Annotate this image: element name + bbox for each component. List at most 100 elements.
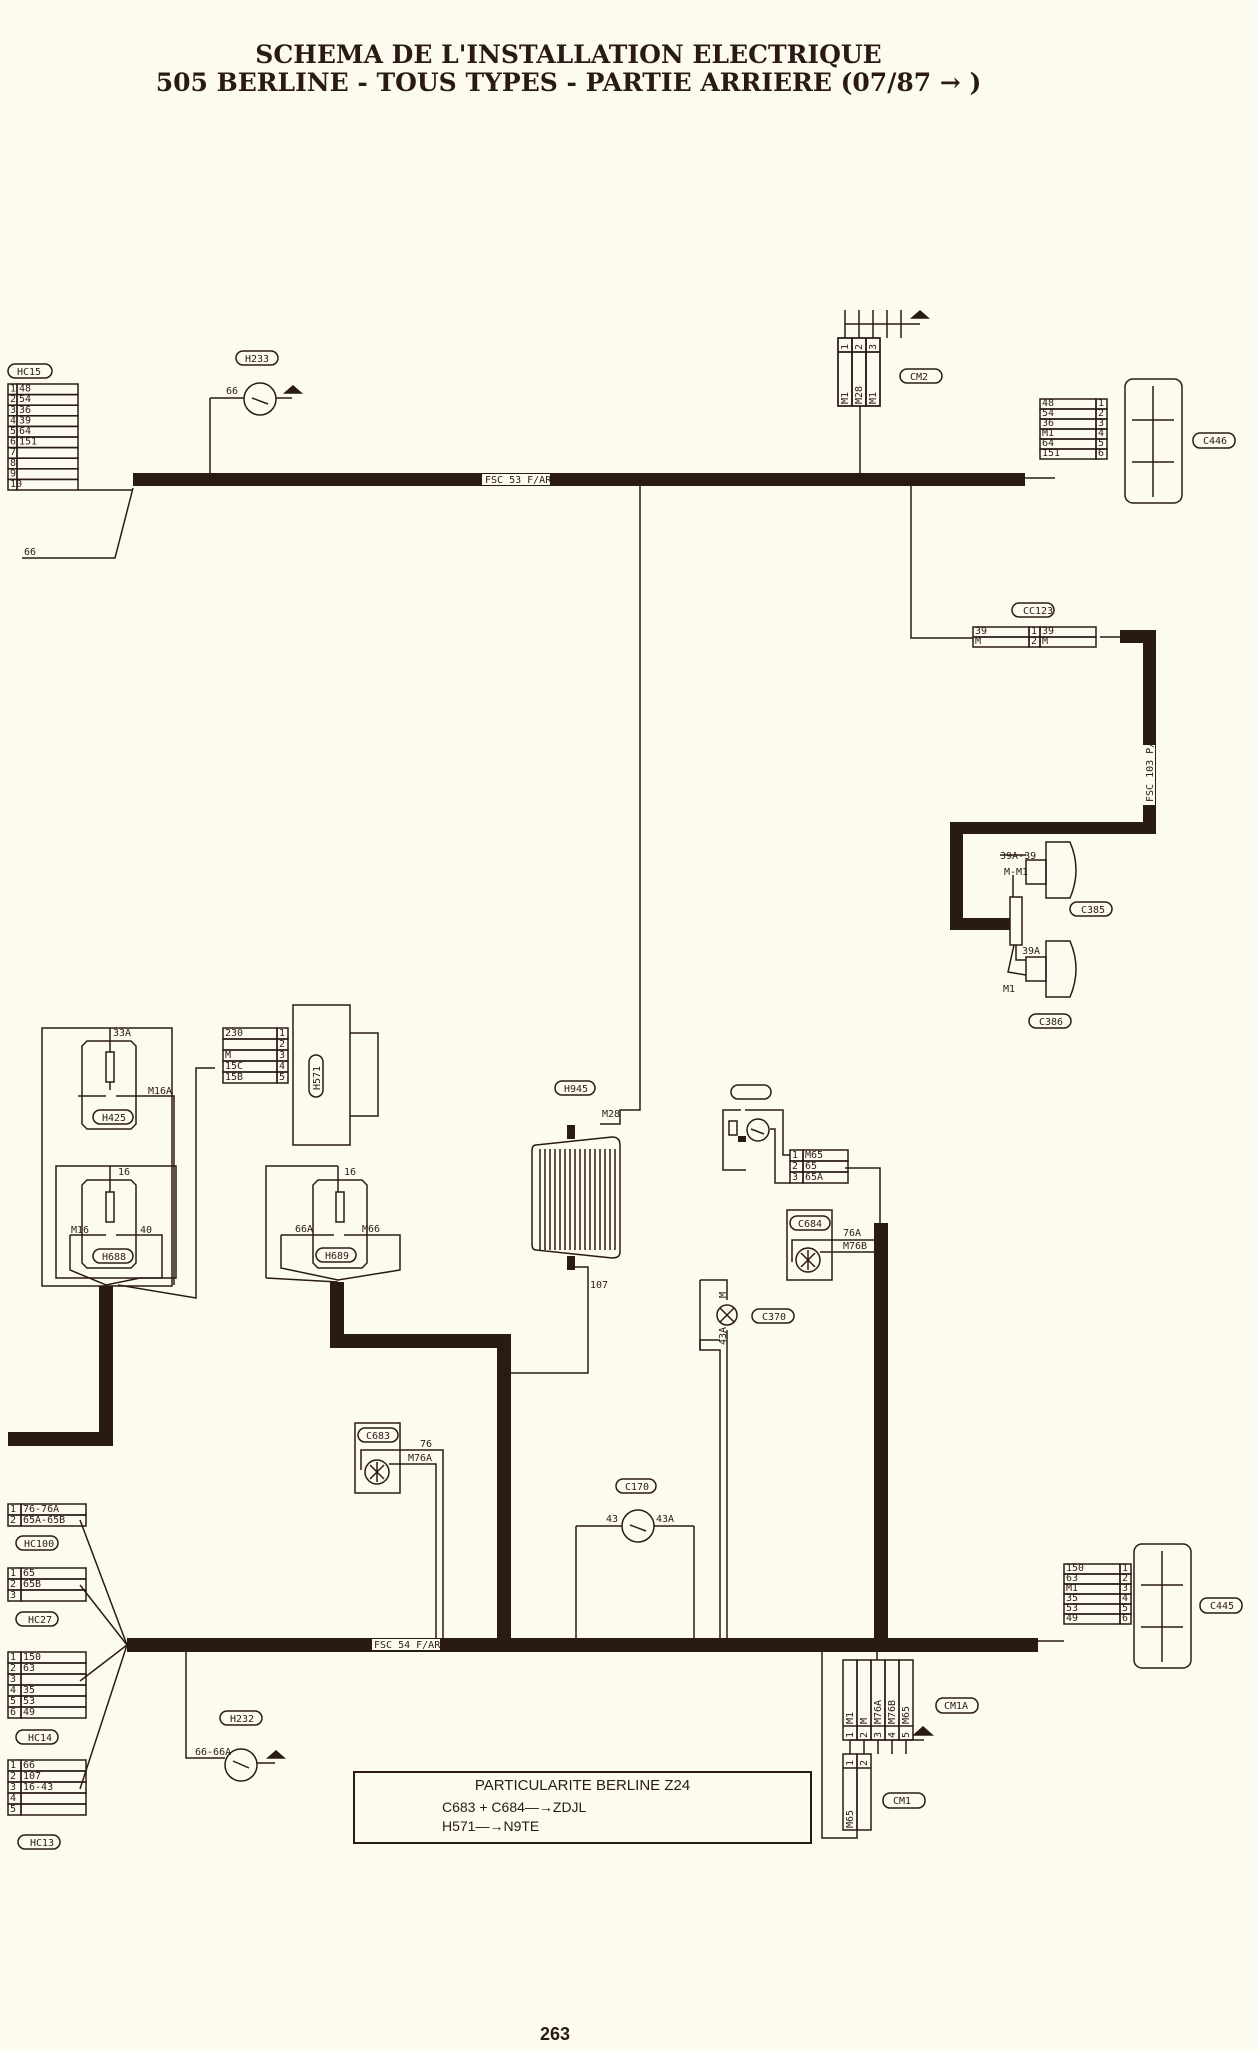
pin-label: 2 (859, 1760, 870, 1766)
pin-label: 65A-65B (23, 1515, 65, 1526)
fan-c683[interactable]: C683 76 M76A (354, 1422, 444, 1638)
pin-label: 64 (19, 426, 31, 437)
harness-right-label: FSC 103 P/IM (1145, 730, 1156, 802)
switch-c170[interactable]: C170 43 43A (575, 1478, 695, 1638)
svg-text:H688: H688 (102, 1252, 126, 1263)
pin-label: 4 (1098, 428, 1104, 439)
pin-label: 4 (10, 1685, 16, 1696)
svg-text:C445: C445 (1210, 1601, 1234, 1612)
pin-label: M (225, 1050, 231, 1061)
pin-label: 53 (1066, 1603, 1078, 1614)
pin-label: 3 (1098, 418, 1104, 429)
pin-label: 4 (10, 1793, 16, 1804)
svg-text:M76B: M76B (843, 1241, 867, 1252)
pin-label: 3 (10, 405, 16, 416)
pin-label: 3 (1122, 1583, 1128, 1594)
svg-text:16: 16 (344, 1167, 356, 1178)
lamp-h688[interactable]: H688 16 M16 40 (55, 1165, 177, 1286)
pin-label: 3 (10, 1782, 16, 1793)
pin-label: 2 (10, 1579, 16, 1590)
harness-right (950, 630, 1156, 930)
switch-h233[interactable]: H233 (210, 350, 303, 416)
pin-label: 49 (23, 1707, 35, 1718)
pin-label: 10 (10, 479, 22, 490)
pin-label: 1 (845, 1760, 856, 1766)
pin-label: M1 (1066, 1583, 1078, 1594)
pin-label: 9 (10, 468, 16, 479)
pin-column: M11 (842, 1659, 858, 1741)
pin-label: 54 (19, 394, 31, 405)
pin-row: 10 (7, 478, 79, 491)
pin-label: 2 (1098, 408, 1104, 419)
lamp-h425[interactable]: H425 33A M16A (41, 1027, 175, 1287)
pin-label: M65 (845, 1810, 856, 1828)
pin-label: 1 (10, 1760, 16, 1771)
diagram-subtitle: 505 BERLINE - TOUS TYPES - PARTIE ARRIER… (155, 68, 982, 97)
pin-label: 36 (1042, 418, 1054, 429)
lamp-c370[interactable]: C370 M 43A (699, 1279, 795, 1640)
wire-label-h233: 66 (226, 386, 238, 397)
pin-label: 151 (1042, 448, 1060, 459)
pin-label: 4 (887, 1732, 898, 1738)
pin-label: 63 (23, 1663, 35, 1674)
lamp-c386[interactable]: C386 39A M1 (1003, 940, 1077, 1029)
fan-c684[interactable]: C684 76A M76B (786, 1209, 874, 1281)
harness-top (133, 473, 1025, 486)
pin-label: 64 (1042, 438, 1054, 449)
pin-label: M1 (840, 392, 851, 404)
pin-label: M65 (901, 1706, 912, 1724)
pin-label: 150 (1066, 1563, 1084, 1574)
pin-label: 5 (10, 1804, 16, 1815)
svg-text:H232: H232 (230, 1714, 254, 1725)
pin-row: 3 (7, 1673, 87, 1686)
svg-text:107: 107 (590, 1280, 608, 1291)
pin-label: M28 (854, 386, 865, 404)
pin-label: 53 (23, 1696, 35, 1707)
switch-h232[interactable]: H232 66-66A (195, 1710, 286, 1782)
svg-text:H945: H945 (564, 1084, 588, 1095)
pin-label: 39 (975, 626, 987, 637)
pin-label: 5 (279, 1072, 285, 1083)
svg-text:M16A: M16A (148, 1086, 172, 1097)
pin-label: 5 (901, 1732, 912, 1738)
heated-window-h945[interactable]: H945 M28 107 (508, 1080, 621, 1374)
svg-text:H233: H233 (245, 354, 269, 365)
lamp-h689[interactable]: H689 16 66A M66 (265, 1165, 401, 1283)
svg-text:CM1: CM1 (893, 1796, 911, 1807)
svg-text:39A-39: 39A-39 (1000, 851, 1036, 862)
svg-text:C446: C446 (1203, 436, 1227, 447)
svg-text:HC15: HC15 (17, 367, 41, 378)
pin-label: 4 (10, 415, 16, 426)
svg-text:HC100: HC100 (24, 1539, 54, 1550)
pin-label: 7 (10, 447, 16, 458)
lamp-c385[interactable]: C385 39A-39 M-M1 (1000, 841, 1113, 946)
pin-label: 5 (10, 426, 16, 437)
